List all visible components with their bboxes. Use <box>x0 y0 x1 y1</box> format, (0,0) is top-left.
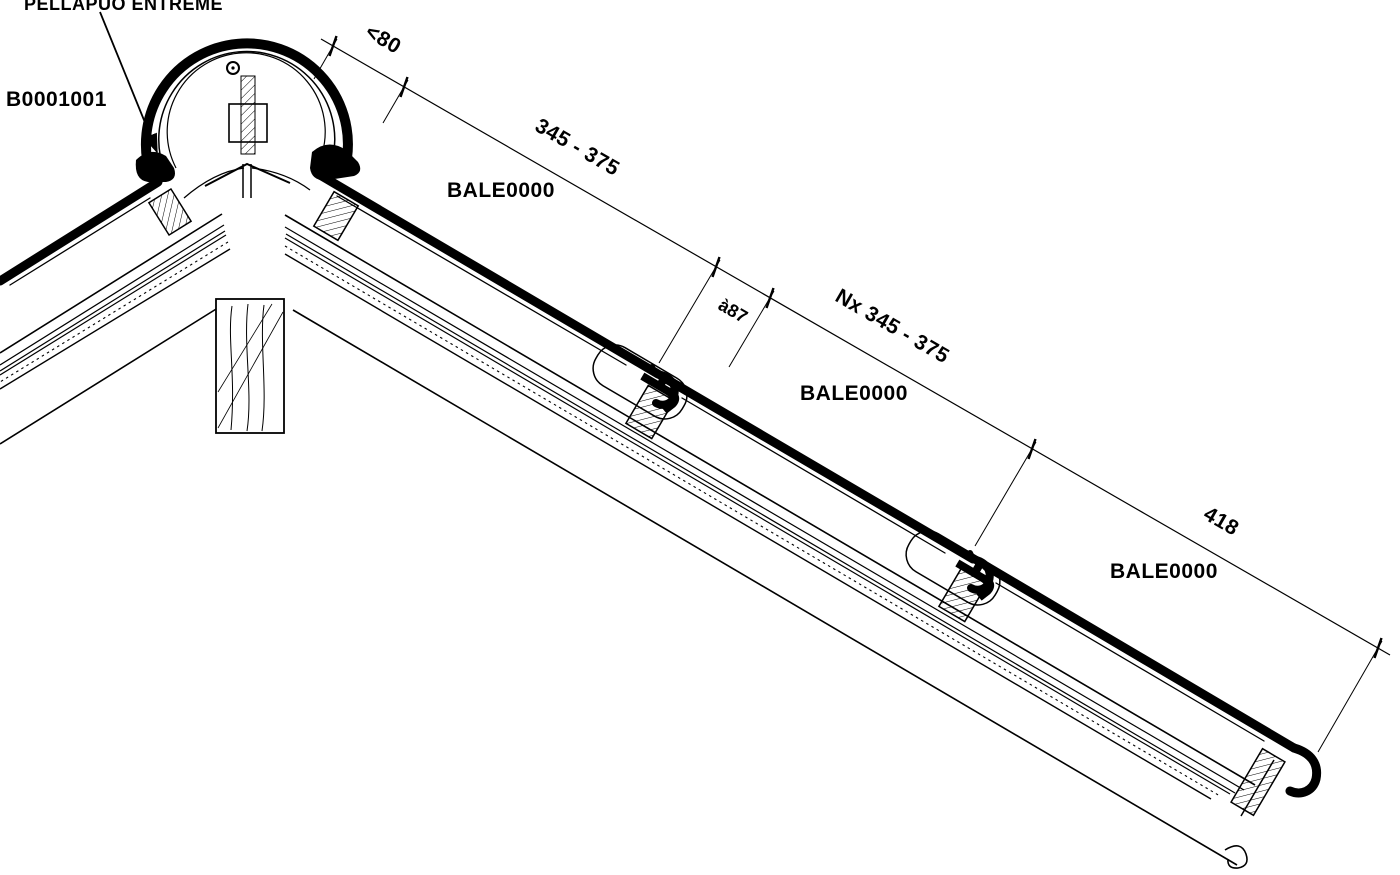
extension-line <box>1317 640 1383 753</box>
sarking-line <box>0 248 231 390</box>
left-roof-slope <box>0 213 231 445</box>
ridge-assembly <box>135 38 361 199</box>
ridge-clamp-right <box>310 144 361 181</box>
ridge-tile-outer-arc <box>140 38 353 181</box>
leader-line <box>99 11 158 154</box>
tile-course-3 <box>981 561 1299 753</box>
ridge-tile-inner-arc <box>158 50 336 173</box>
sarking-line <box>284 253 1212 800</box>
eave-curl <box>1224 845 1248 869</box>
ridge-screw <box>240 75 256 155</box>
batten-code-label-1: BALE0000 <box>447 179 555 202</box>
tile-courses <box>0 170 1322 798</box>
eave-tile-hook <box>1285 743 1322 798</box>
dimension-tick <box>765 287 775 309</box>
wood-grain <box>217 303 273 393</box>
ridge-tile-inner-arc <box>166 52 326 169</box>
dim-batten-spacing-field: Nx 345 - 375 <box>831 285 953 369</box>
dim-ridge-overlap: <80 <box>361 20 405 58</box>
tile-course-2 <box>663 375 978 564</box>
membrane-line <box>284 237 1231 795</box>
tile-underside-3 <box>995 582 1265 742</box>
batten-code-label-2: BALE0000 <box>800 382 908 405</box>
ridge-clamp-left <box>135 151 175 182</box>
tile-course-1 <box>315 170 663 379</box>
dimension-tick <box>328 35 338 57</box>
left-tile-course <box>0 177 163 286</box>
rafter-bottom-line <box>292 309 1238 866</box>
deck-line <box>0 224 225 366</box>
deck-line <box>0 213 223 354</box>
membrane-dashed-line <box>284 245 1221 797</box>
tile-curve-right <box>251 167 311 191</box>
top-left-partial-label: PELLAPUO ENTREME <box>24 0 223 14</box>
eave-fascia-section <box>1230 747 1286 817</box>
membrane-line <box>0 230 226 372</box>
membrane-line <box>0 234 227 376</box>
extension-line <box>728 290 775 368</box>
wood-grain <box>246 303 250 432</box>
rafter-bottom-line <box>0 300 230 445</box>
nail-hole-dot <box>231 66 235 70</box>
deck-line <box>284 214 1256 786</box>
dim-eave-spacing: 418 <box>1200 502 1243 540</box>
dimension-tick <box>1373 637 1383 659</box>
ridge-board <box>215 298 285 434</box>
left-tile-underside <box>9 197 151 286</box>
ridge-bracket <box>204 162 291 187</box>
right-roof-slope <box>284 214 1256 866</box>
dimension-system <box>313 35 1391 753</box>
extension-line <box>974 441 1037 547</box>
ridge-batten-section <box>147 187 193 237</box>
dimension-tick <box>1027 438 1037 460</box>
eave-detail <box>1224 759 1275 869</box>
wood-grain <box>261 304 265 432</box>
membrane-dashed-line <box>0 241 229 383</box>
ridge-batten-section <box>312 190 360 242</box>
extension-line <box>658 259 721 364</box>
ridge-accessory-code-label: B0001001 <box>6 88 107 111</box>
labels: PELLAPUO ENTREME B0001001 <80 345 - 375 … <box>6 0 1243 583</box>
tile-underside-1 <box>336 195 627 366</box>
membrane-line <box>285 233 1236 794</box>
wood-grain <box>217 311 284 429</box>
dimension-tick <box>711 256 721 278</box>
dimension-tick <box>399 76 409 98</box>
eave-cut-line <box>1240 759 1275 817</box>
dim-overlap-min: à87 <box>715 295 751 327</box>
deck-line <box>284 226 1245 791</box>
tile-underside-2 <box>681 397 946 554</box>
batten-section-1 <box>624 384 676 440</box>
dim-batten-spacing-top: 345 - 375 <box>531 114 623 181</box>
dimension-line <box>320 38 1391 656</box>
tile-curve-left <box>183 167 245 199</box>
wood-grain <box>229 305 234 431</box>
batten-code-label-3: BALE0000 <box>1110 560 1218 583</box>
ridge-batten-holder <box>228 103 268 143</box>
